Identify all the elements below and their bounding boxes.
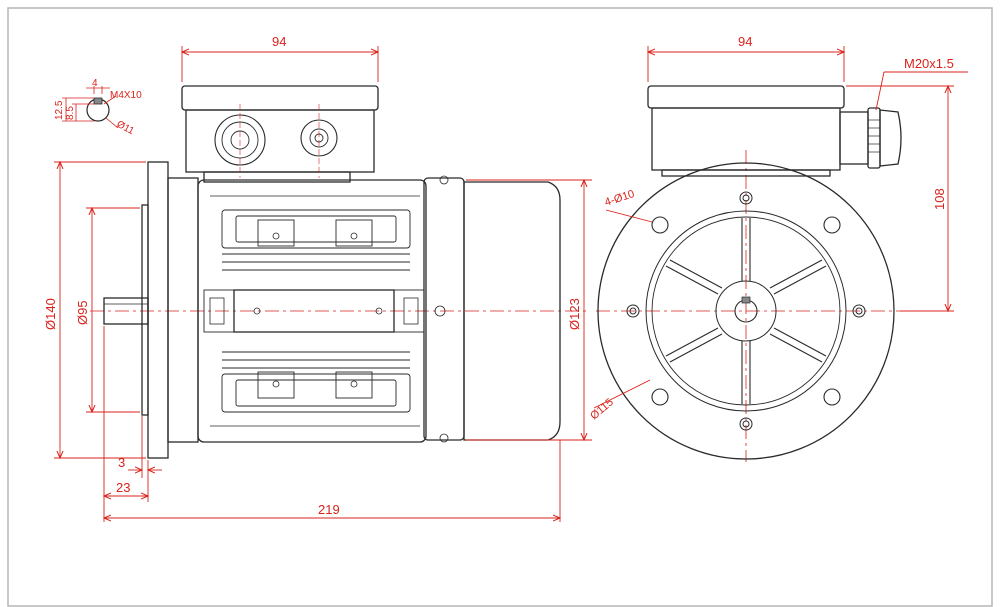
dim-mounting-holes: 4-Ø10	[603, 188, 636, 209]
shaft-detail	[62, 86, 119, 129]
tapped-holes	[626, 191, 866, 431]
upper-fins	[221, 209, 411, 271]
dim-shaft-diameter: Ø11	[115, 119, 137, 137]
fan-cover	[463, 181, 561, 441]
end-dimensions	[593, 46, 968, 409]
body-screws	[253, 232, 446, 388]
dim-end-box-width: 94	[738, 34, 752, 49]
dim-overall-length: 219	[318, 502, 340, 517]
dim-spigot-diameter: Ø95	[75, 300, 90, 325]
drawing-frame	[7, 7, 993, 607]
side-view	[90, 85, 590, 459]
flange-spigot	[141, 204, 149, 416]
dim-key-width: 4	[92, 78, 98, 89]
dim-side-box-width: 94	[272, 34, 286, 49]
dim-centre-height: 108	[932, 188, 947, 210]
dim-body-diameter: Ø123	[567, 298, 582, 330]
end-flange	[597, 162, 895, 460]
dim-thread: M4X10	[110, 90, 142, 101]
dim-flange-diameter: Ø140	[43, 298, 58, 330]
lower-fins	[221, 351, 411, 413]
end-terminal-box	[647, 85, 902, 177]
terminal-box	[181, 85, 379, 183]
dim-12-5: 12.5	[54, 100, 65, 120]
dim-pitch-circle: Ø115	[588, 396, 616, 422]
mounting-holes	[651, 216, 841, 406]
cable-gland	[839, 111, 869, 165]
flange-neck	[167, 177, 199, 443]
side-dimensions	[54, 46, 592, 522]
end-shield	[423, 177, 465, 441]
dim-cable-gland: M20x1.5	[904, 56, 954, 71]
cable-entry-right	[300, 119, 338, 157]
end-view	[596, 85, 902, 462]
keyway	[93, 97, 103, 105]
dim-spigot-depth: 3	[118, 455, 125, 470]
shaft	[103, 297, 149, 325]
dim-8-5: 8.5	[65, 106, 76, 120]
flange	[147, 161, 169, 459]
motor-body	[197, 179, 427, 443]
fan-spokes	[665, 218, 827, 404]
dim-shaft-length: 23	[116, 480, 130, 495]
